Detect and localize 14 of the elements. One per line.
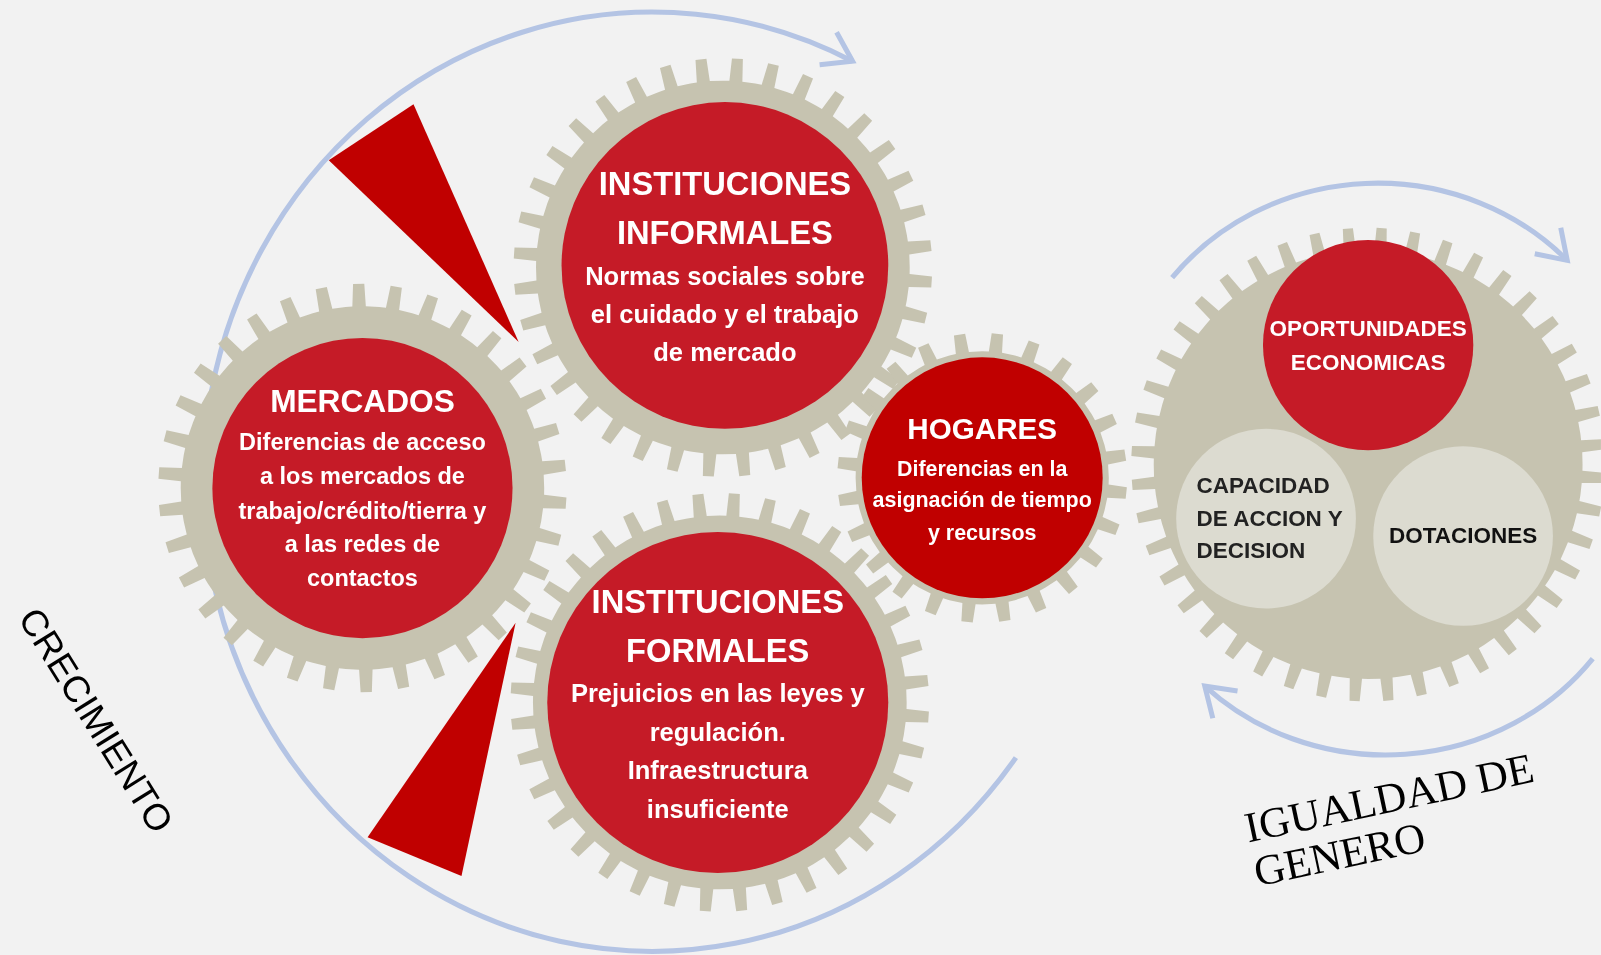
topic-heading: DOTACIONES bbox=[1389, 521, 1538, 551]
pointer-triangle bbox=[328, 104, 519, 343]
topic-description: Diferencias de acceso a los mercados de trabajo/crédito/tierra y a las redes de contactos bbox=[237, 427, 488, 594]
topic-heading: HOGARES bbox=[907, 411, 1058, 448]
cycle-label: IGUALDAD DE GENERO bbox=[1240, 743, 1539, 895]
topic-description: Diferencias en la asignación de tiempo y recursos bbox=[871, 454, 1093, 547]
topic-description: Prejuicios en las leyes y regulación. Infraestructura insuficiente bbox=[569, 677, 866, 825]
pointer-triangle bbox=[367, 622, 516, 876]
topic-heading: INSTITUCIONES FORMALES bbox=[590, 582, 845, 671]
topic-heading: CAPACIDAD DE ACCION Y DECISION bbox=[1196, 471, 1344, 566]
topic-heading: OPORTUNIDADES ECONOMICAS bbox=[1269, 314, 1467, 377]
topic-heading: INSTITUCIONES INFORMALES bbox=[597, 164, 853, 253]
topic-description: Normas sociales sobre el cuidado y el trabajo de mercado bbox=[584, 260, 866, 369]
topic-heading: MERCADOS bbox=[270, 383, 455, 422]
